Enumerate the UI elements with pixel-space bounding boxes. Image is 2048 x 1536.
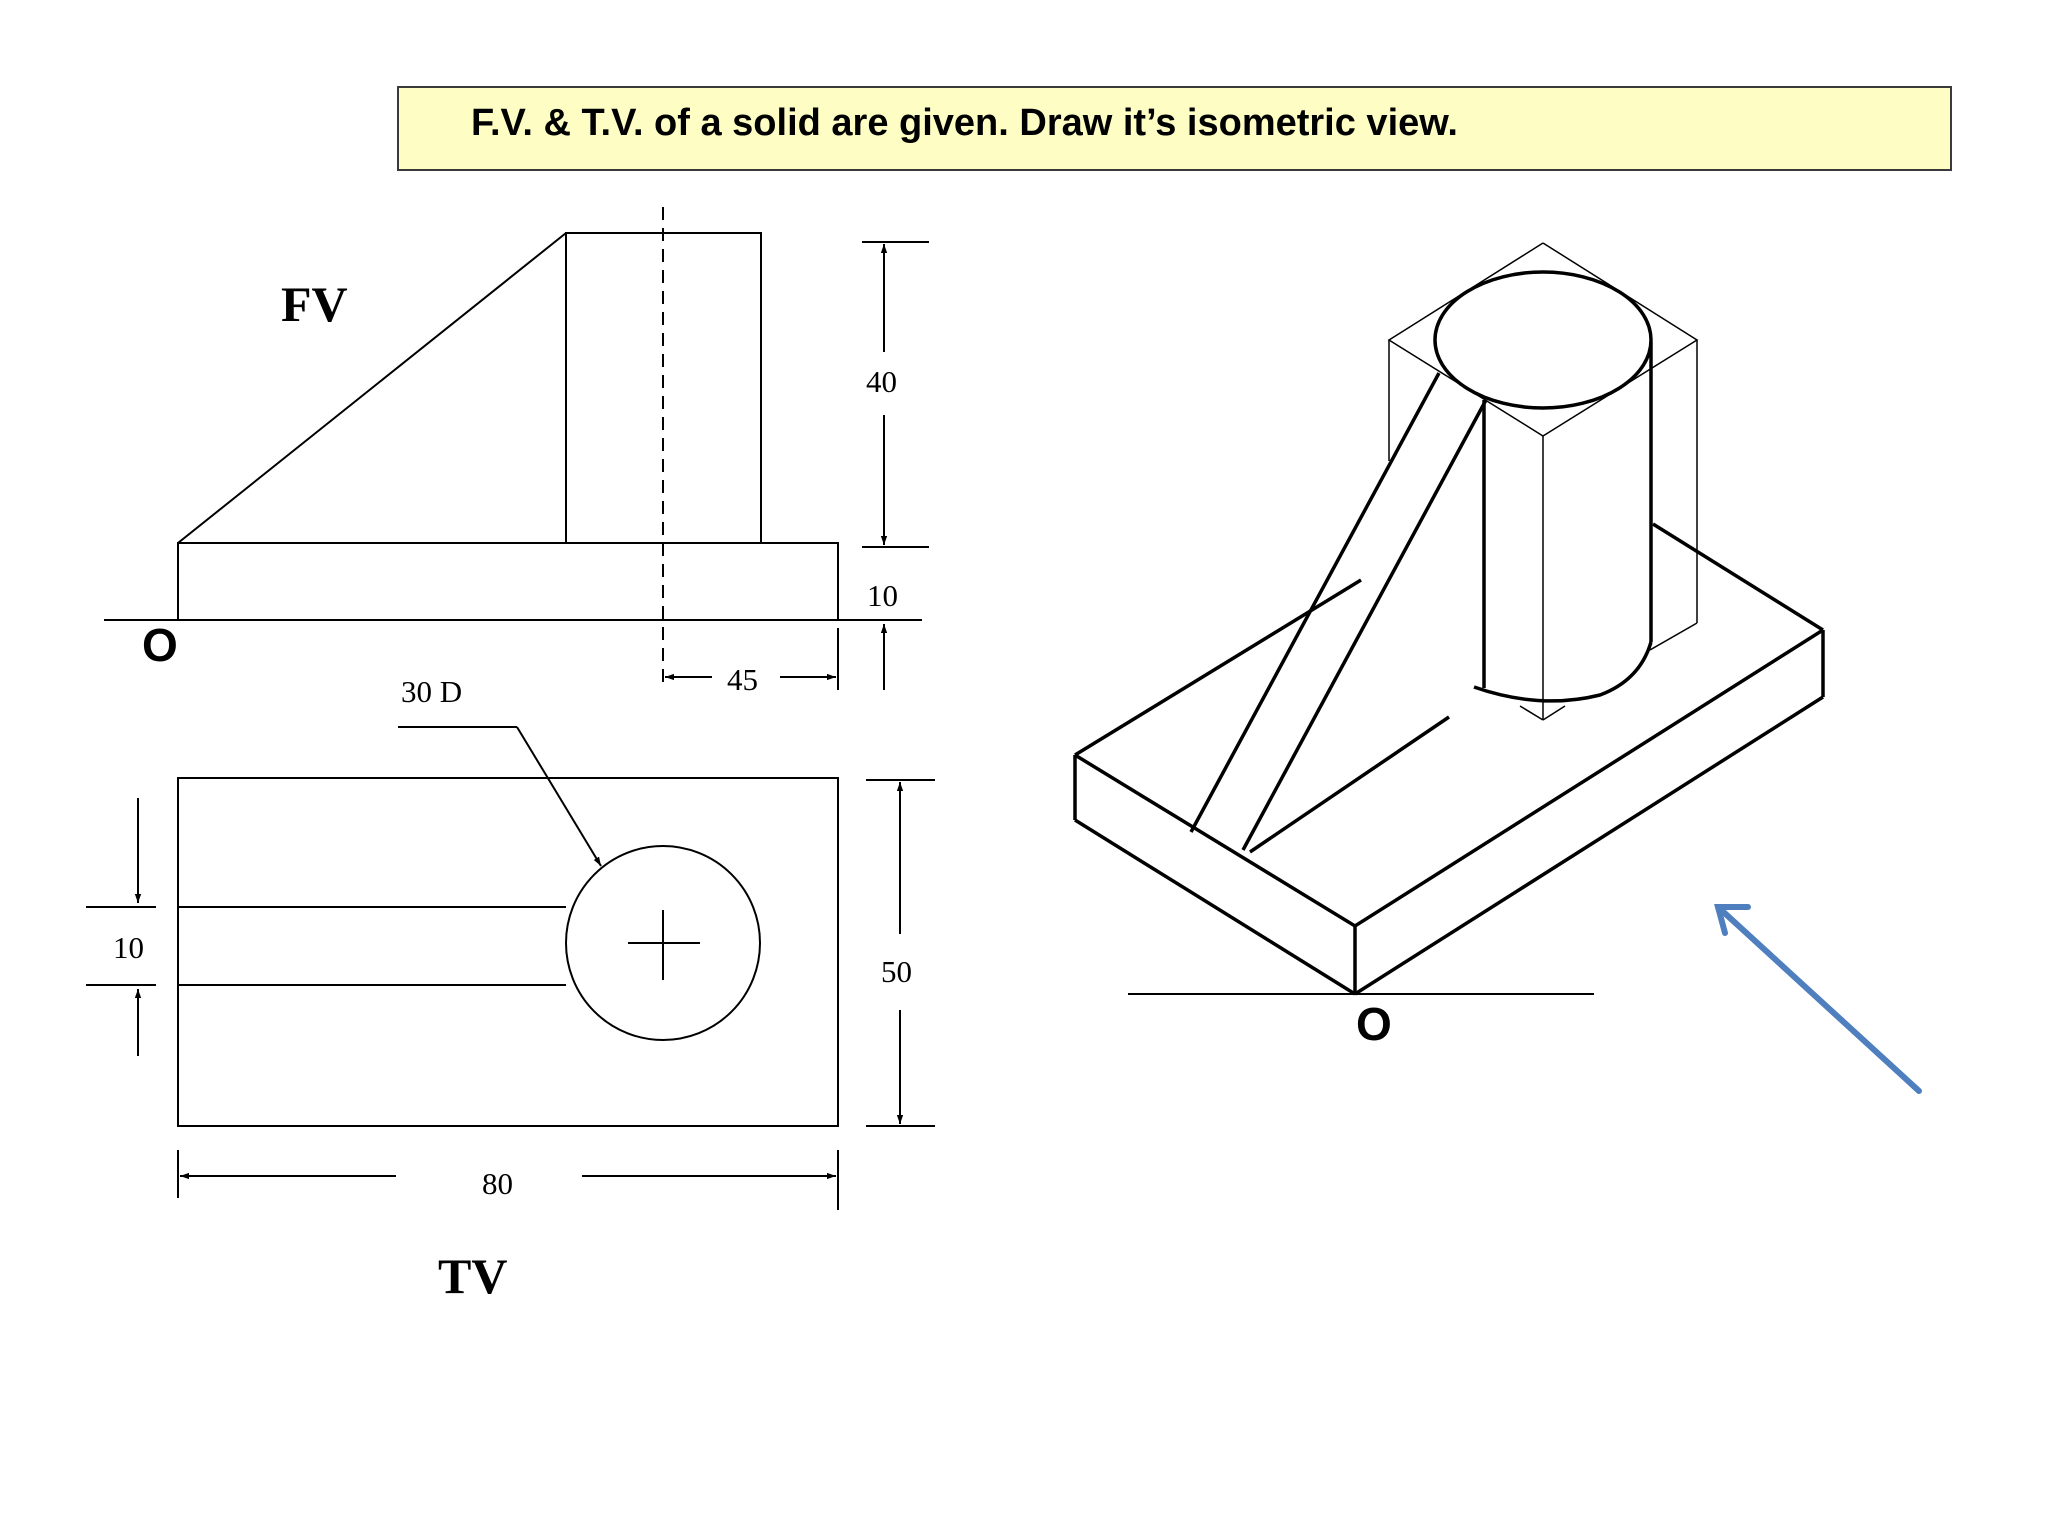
iso-cylinder [1433,270,1653,703]
fv-dim-45-label: 45 [727,662,758,697]
arrow-shaft [1715,904,1922,1094]
tv-cylinder-circle [565,845,761,1041]
problem-statement: F.V. & T.V. of a solid are given. Draw i… [471,102,1458,144]
iso-base-top-back [1652,522,1824,632]
iso-base-bottom-right [1354,695,1824,996]
iso-box-bottom-front2 [1542,705,1566,721]
tv-leader-line [516,726,602,867]
tv-dim-10-label: 10 [113,930,144,965]
tv-callout-label: 30 D [401,674,462,709]
iso-rib [1189,372,1488,854]
tv-label: TV [438,1248,507,1304]
iso-box-bottom-front [1519,705,1544,721]
iso-rib-base-line [1249,715,1450,854]
iso-base-top-front [1074,628,1824,929]
isometric-view [1073,242,1825,996]
fv-label: FV [281,276,348,332]
tv-base-outline [177,777,839,1127]
iso-rib-edge-inner [1241,399,1488,851]
iso-base-top-left [1074,578,1362,757]
iso-base-bottom-left [1074,818,1356,996]
iso-origin-label: O [1356,998,1392,1050]
fv-dim-40-label: 40 [866,364,897,399]
fv-base-plate [177,542,839,621]
arrow-head [1714,904,1751,936]
iso-base-plate [1073,522,1825,996]
iso-cylinder-top [1433,270,1653,410]
tv-dim-50-label: 50 [881,954,912,989]
fv-origin-label: O [142,619,178,671]
tv-dim-80-label: 80 [482,1166,513,1201]
fv-dim-10-label: 10 [867,578,898,613]
title-banner: F.V. & T.V. of a solid are given. Draw i… [397,86,1952,171]
viewing-direction-arrow [1714,904,1922,1094]
top-view [86,726,935,1210]
iso-cylinder-bottom [1473,641,1653,703]
fv-rib-slope [177,232,567,544]
iso-rib-edge-outer [1189,372,1441,833]
front-view [104,207,929,690]
iso-construction-box [1387,242,1699,721]
iso-box-bottom-right [1649,622,1698,651]
